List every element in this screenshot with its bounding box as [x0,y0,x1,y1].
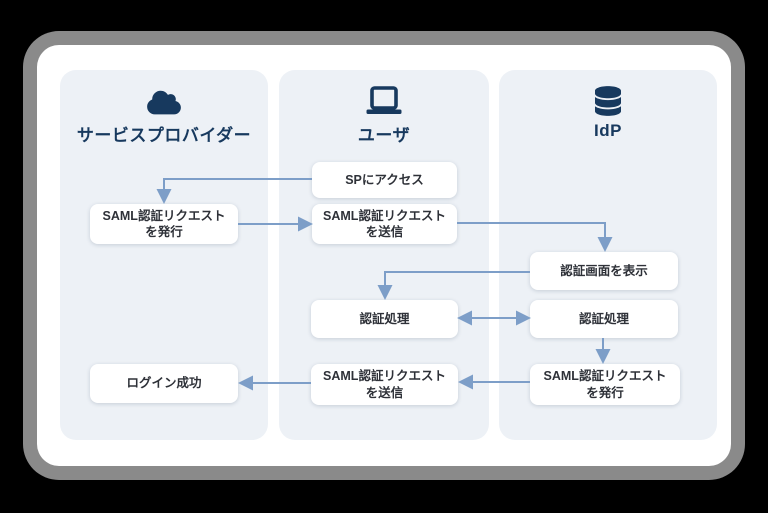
cloud-icon [144,86,184,116]
lane-title-idp: IdP [594,121,622,140]
lane-idp-header: IdP [499,86,717,141]
lane-title-service-provider: サービスプロバイダー [76,126,252,145]
node-login-success: ログイン成功 [90,364,238,403]
node-sp-issue-request: SAML認証リクエスト を発行 [90,204,238,244]
node-user-send-response: SAML認証リクエスト を送信 [311,364,458,405]
node-user-auth-process: 認証処理 [311,300,458,338]
node-idp-show-auth-screen: 認証画面を表示 [530,252,678,290]
node-idp-auth-process: 認証処理 [530,300,678,338]
lane-user-header: ユーザ [279,86,489,146]
database-icon [595,86,621,116]
laptop-icon [365,86,403,116]
node-idp-issue-response: SAML認証リクエスト を発行 [530,364,680,405]
node-access-sp: SPにアクセス [312,162,457,198]
lane-title-user: ユーザ [357,126,411,145]
node-user-send-request: SAML認証リクエスト を送信 [312,204,457,244]
lane-service-provider-header: サービスプロバイダー [60,86,268,146]
